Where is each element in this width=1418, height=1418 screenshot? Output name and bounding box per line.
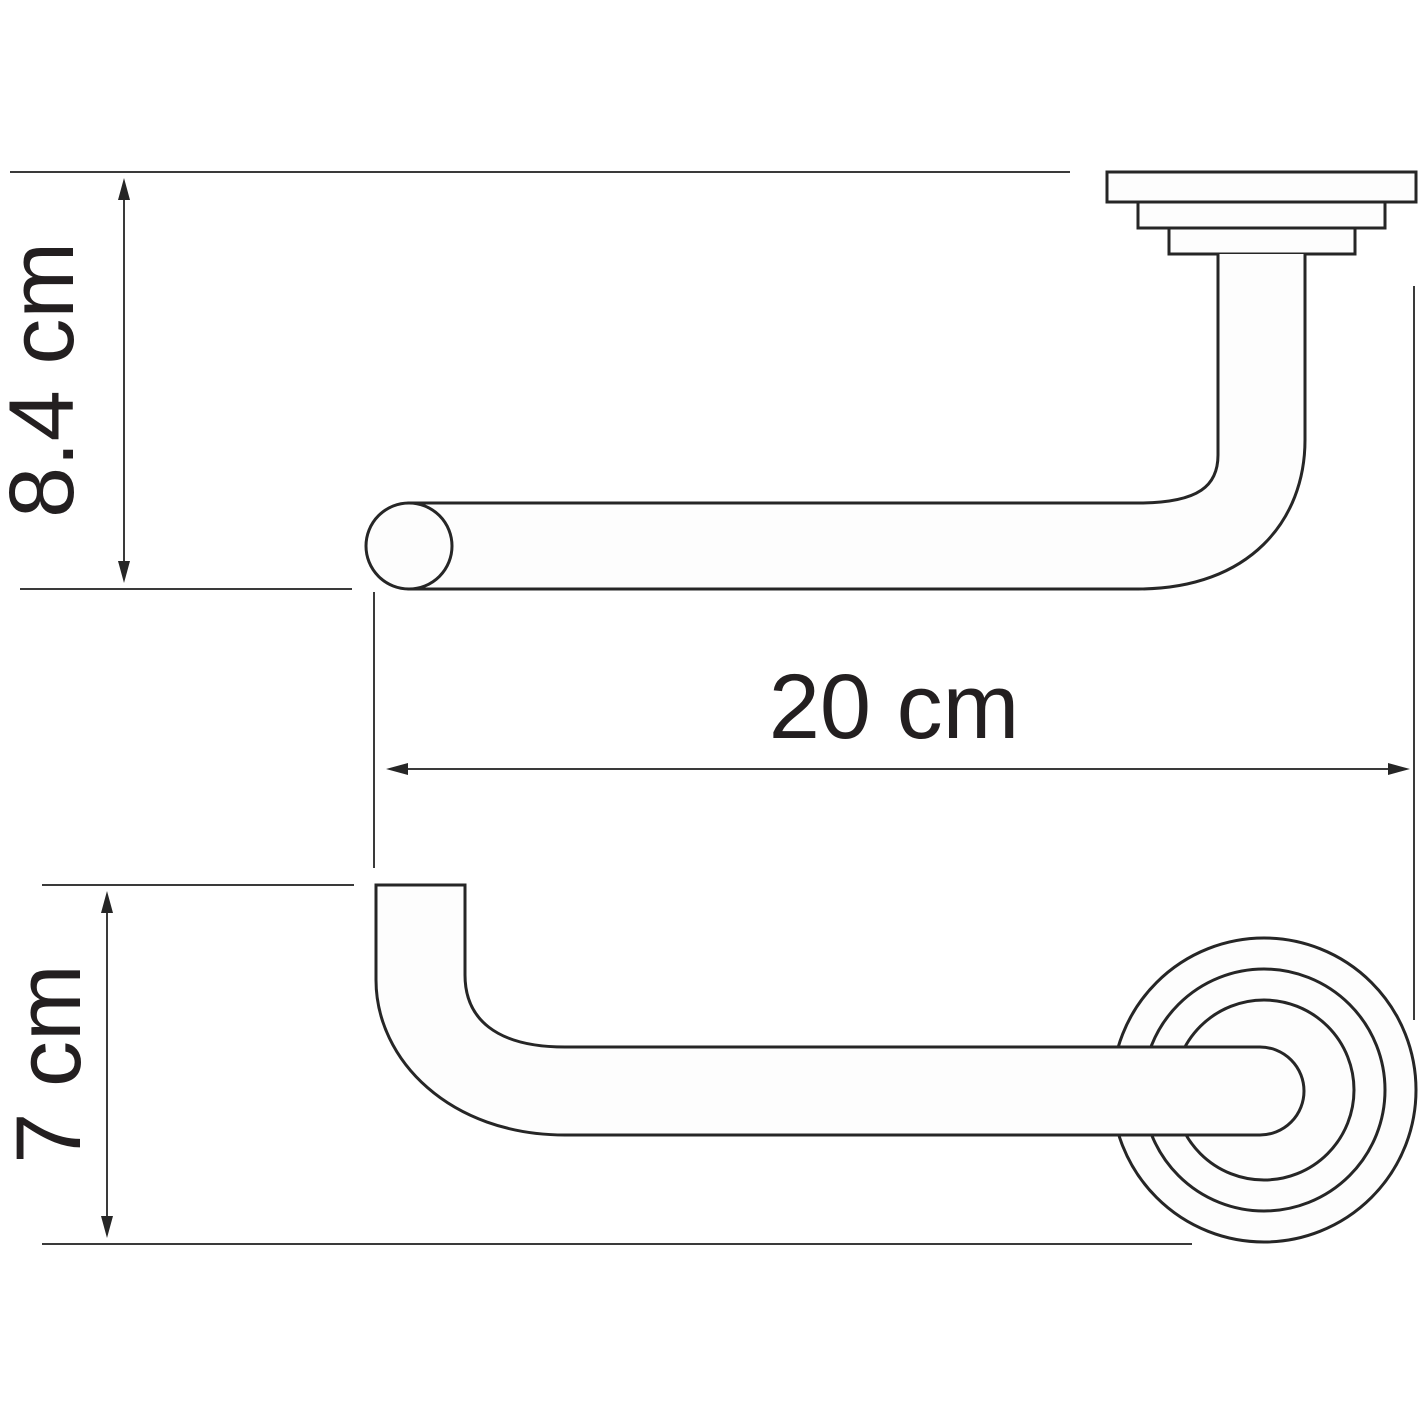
arrow-left-icon	[386, 763, 408, 775]
arrow-down-icon	[101, 1216, 113, 1238]
arrow-down-icon	[118, 561, 130, 583]
side-view	[364, 170, 1418, 591]
top-view	[374, 883, 1418, 1244]
height-label: 8.4 cm	[0, 242, 93, 518]
width-dimension: 20 cm	[386, 656, 1410, 775]
height-dimension: 8.4 cm	[0, 178, 130, 583]
arm-body	[407, 254, 1307, 591]
depth-label: 7 cm	[0, 964, 100, 1163]
flange-plate-outer	[1105, 170, 1418, 204]
arrow-right-icon	[1388, 763, 1410, 775]
arrow-up-icon	[101, 891, 113, 913]
depth-dimension: 7 cm	[0, 891, 113, 1238]
arm-body	[374, 883, 1306, 1137]
arrow-up-icon	[118, 178, 130, 200]
flange-plate-inner	[1167, 226, 1357, 256]
end-cap	[364, 501, 454, 591]
width-label: 20 cm	[769, 656, 1020, 758]
flange-plate-middle	[1136, 200, 1387, 230]
